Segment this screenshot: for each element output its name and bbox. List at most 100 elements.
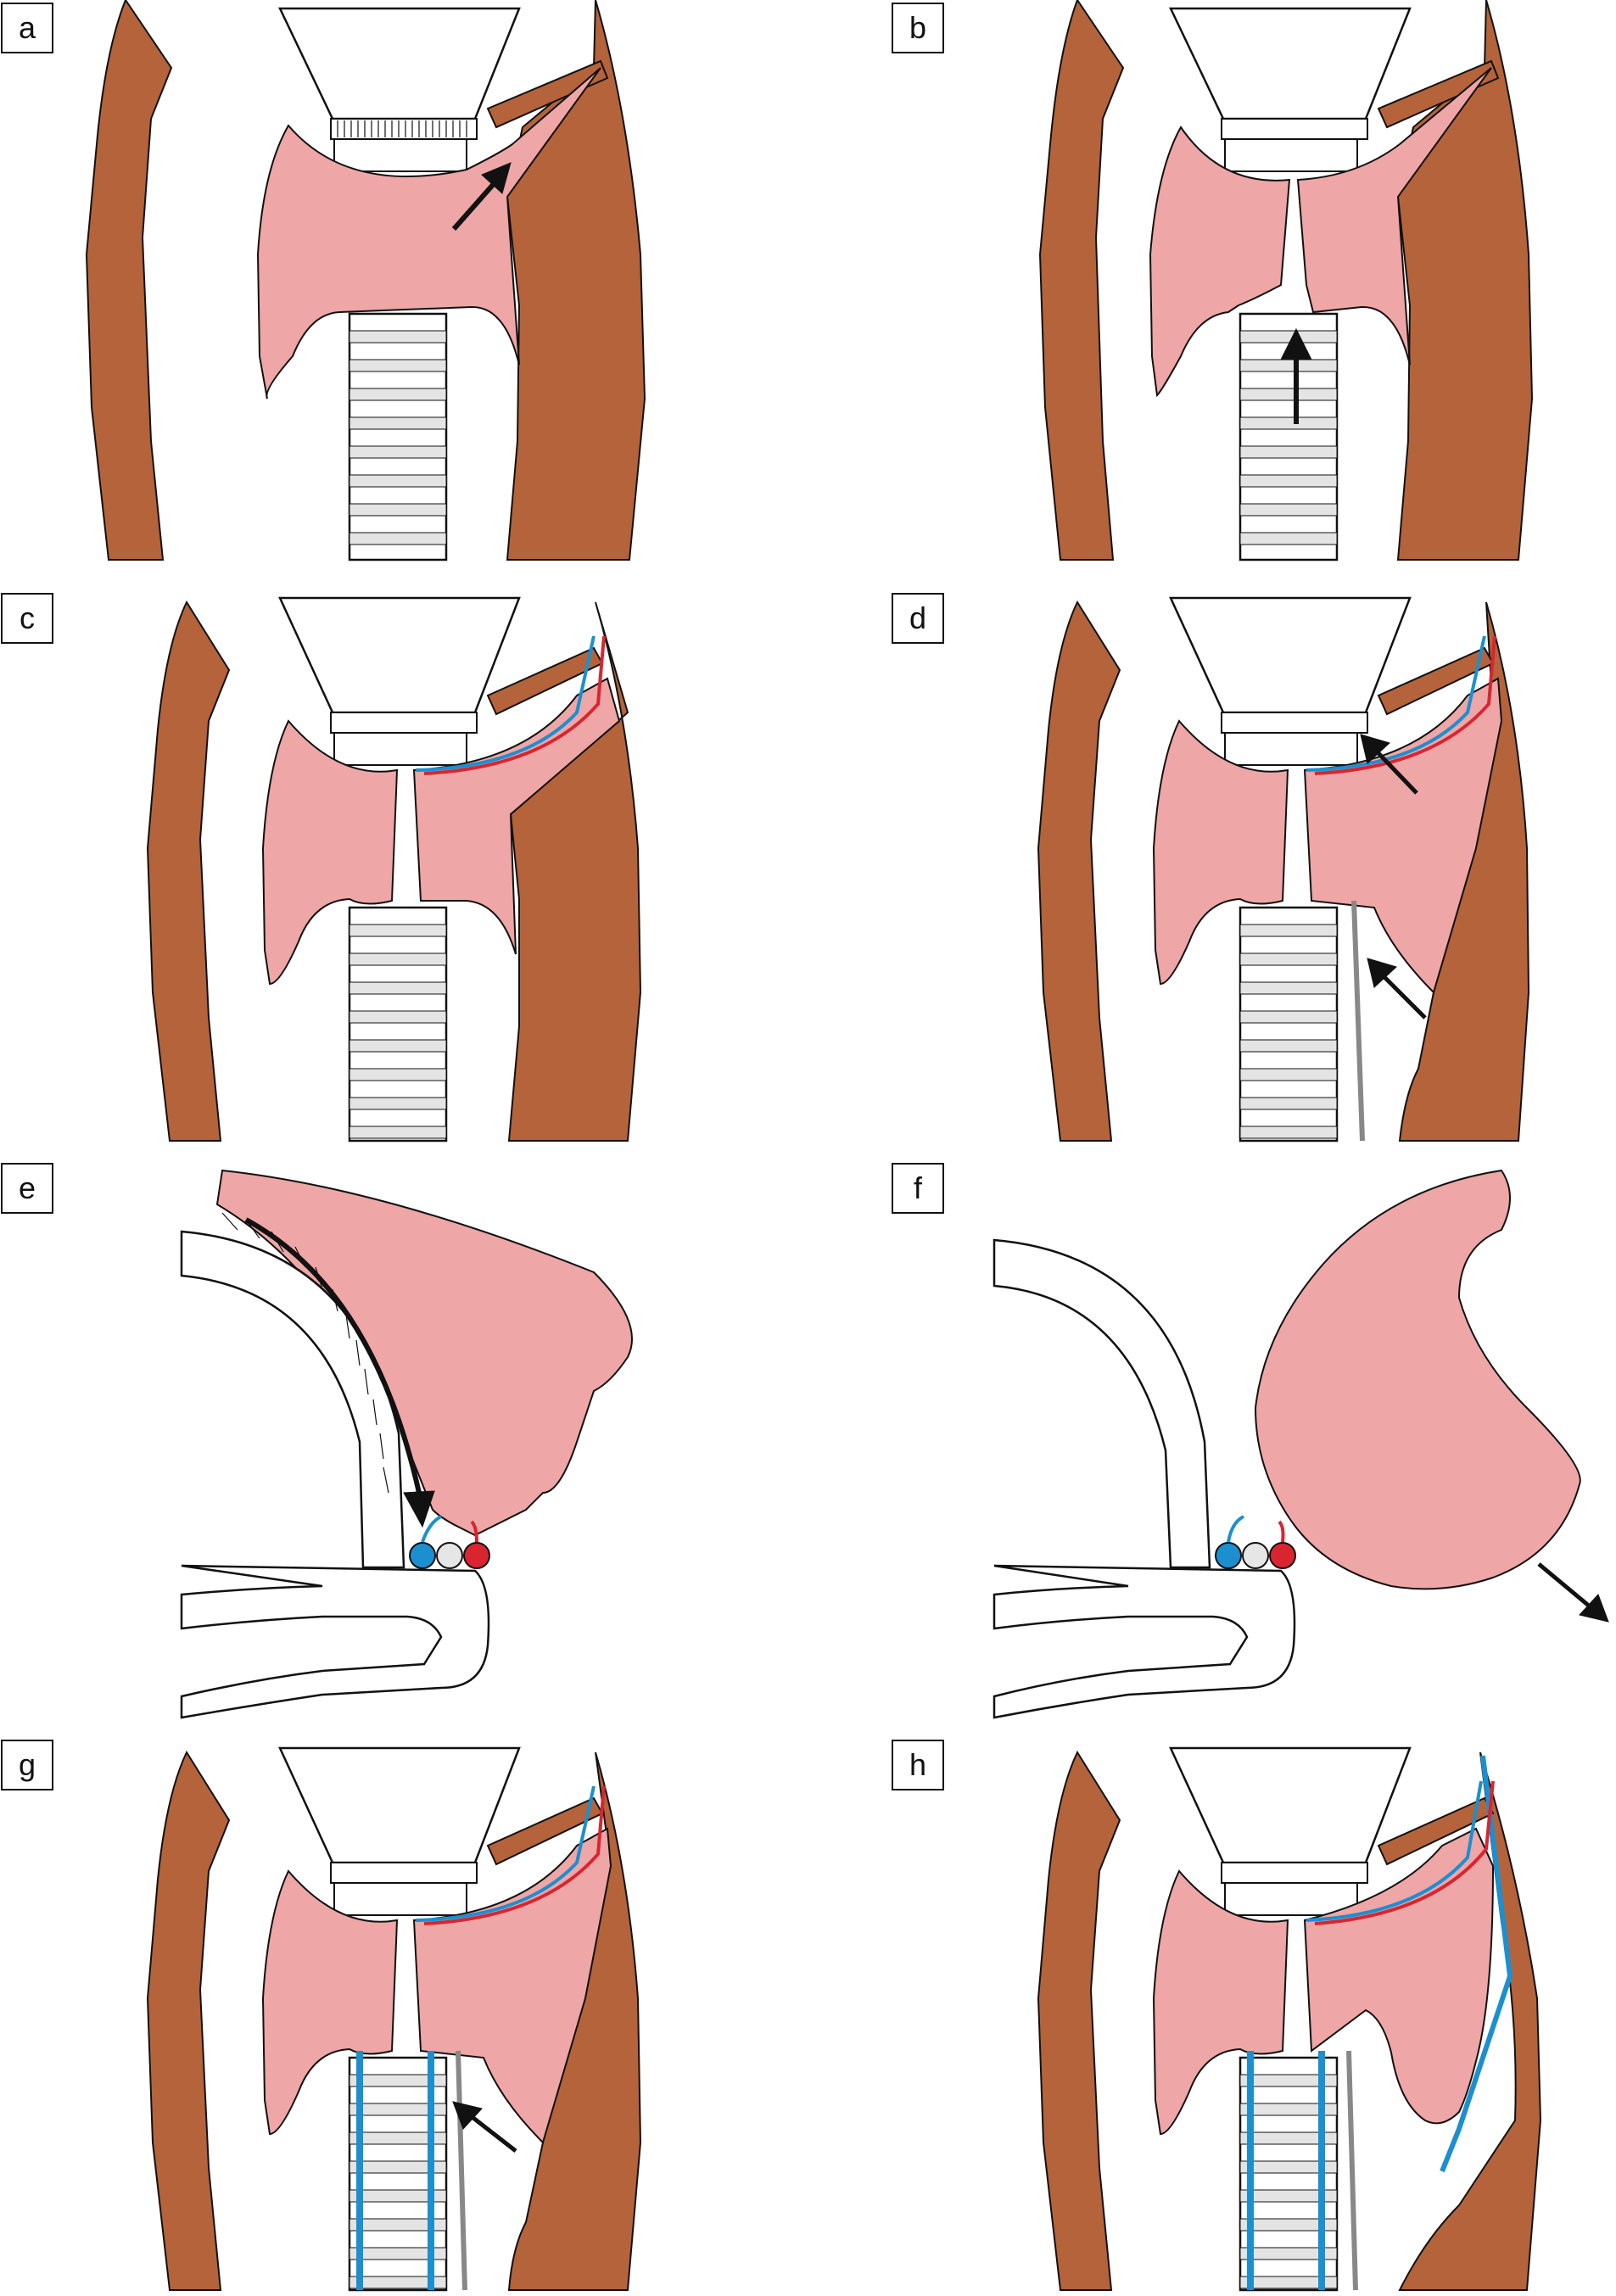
ligated-artery [1278,1520,1285,1543]
trachea-rings [349,330,447,545]
thyroid-gland [256,67,601,399]
panel-label-box [892,1740,944,1790]
superior-vessels [415,635,606,775]
jaw-cone [278,7,521,120]
cricoid [1224,1882,1358,1916]
panel-f: f [892,1163,1609,1719]
jaw-cone [278,1746,521,1864]
cricoid [333,732,467,766]
nerve-vessel-bundle [409,1515,490,1569]
resected-thyroid-lobe [1254,1169,1581,1590]
panel-h: h [892,1740,1542,2292]
panel-label: d [909,601,926,635]
artery-dot [1269,1542,1296,1569]
panel-label: g [19,1747,36,1782]
thyroid-left-lobe [261,1869,399,2136]
panel-label-box [1,1740,53,1790]
panel-d: d [892,593,1530,1142]
panel-label: e [19,1170,36,1205]
thyroid-left-lobe [1149,126,1291,398]
panel-label: b [909,10,926,45]
thyroid-right-lobe [1296,67,1492,366]
jaw-cone [1169,7,1412,120]
nerve-probe [456,2050,467,2291]
trachea [348,312,448,561]
left-muscle [1037,1750,1121,2291]
neck-anatomy [85,0,646,561]
superior-vein [415,635,596,772]
trachea-outline [180,1564,490,1719]
nerve-dot [436,1542,463,1569]
band-hatch [337,120,467,137]
laryngeal-band [330,712,478,734]
right-muscle [1398,1751,1542,2291]
cricoid [333,138,467,172]
left-muscle [1038,0,1125,561]
artery-dot [463,1542,490,1569]
trachea-rings [1239,330,1338,545]
ligated-vein [1227,1515,1244,1543]
superior-artery [423,635,606,775]
trachea-rings [1239,2074,1338,2289]
isthmus-arrow [1280,327,1312,424]
laryngeal-band [330,1862,478,1884]
left-muscle [1037,600,1121,1142]
upper-arrow [1360,734,1418,795]
cricoid [1224,732,1358,766]
cartilage-arch [993,1238,1211,1569]
trachea-rings [1239,924,1338,1139]
trachea-outline [993,1564,1296,1719]
superior-vessels [415,1785,606,1925]
right-muscle-flap [1377,1796,1495,1866]
removal-arrow [1537,1562,1609,1623]
panel-label-box [1,1163,53,1214]
panel-label-box [1,3,53,53]
panel-b: b [892,0,1534,561]
right-muscle [507,601,642,1142]
panel-c: c [1,593,642,1142]
panel-label: c [20,601,35,635]
vein-branch [421,1515,442,1543]
left-muscle [146,1750,231,2291]
superior-vessels [1306,1780,1495,1925]
artery-branch [470,1520,478,1543]
thyroid-left-lobe [261,719,399,986]
panel-label: a [19,10,36,45]
lateral-vein [1440,1755,1513,2173]
trachea-rings [349,2074,447,2289]
traction-arrow [244,1217,435,1528]
thyroid-right-lobe [412,1827,612,2144]
vein-dot [1215,1542,1242,1569]
cartilage-arch [180,1230,405,1569]
trachea-rings [349,924,447,1139]
panel-label: f [914,1170,923,1205]
left-muscle [146,600,231,1142]
laryngeal-band [1221,118,1368,140]
nerve-probe [1346,2050,1358,2291]
cricoid [333,1882,467,1916]
jaw-cone [1169,596,1412,714]
nerve-vessel-bundle [1215,1515,1296,1569]
laryngeal-band [1221,712,1368,734]
left-muscle [85,0,173,561]
panel-label-box [892,3,944,53]
panel-g: g [1,1740,642,2292]
nerve-arrow [452,2101,517,2153]
laryngeal-band [1221,1862,1368,1884]
right-muscle-flap [1377,59,1500,129]
traction-arrow [451,162,512,231]
nerve-dot [1242,1542,1269,1569]
cricoid [1224,138,1358,172]
thyroid-lobe [215,1169,633,1537]
panel-label-box [892,593,944,644]
thyroid-left-lobe [1152,719,1289,986]
superior-vessels [1306,635,1496,775]
lower-arrow [1367,958,1427,1020]
jaw-cone [1169,1746,1412,1864]
thyroid-right-lobe-mobilized [1303,1827,1495,2125]
thyroid-left-lobe [1152,1869,1289,2136]
panel-e: e [1,1163,633,1719]
nerve-probe [1351,900,1365,1142]
thyroid-right-lobe [412,677,621,955]
panel-label: h [909,1747,926,1782]
